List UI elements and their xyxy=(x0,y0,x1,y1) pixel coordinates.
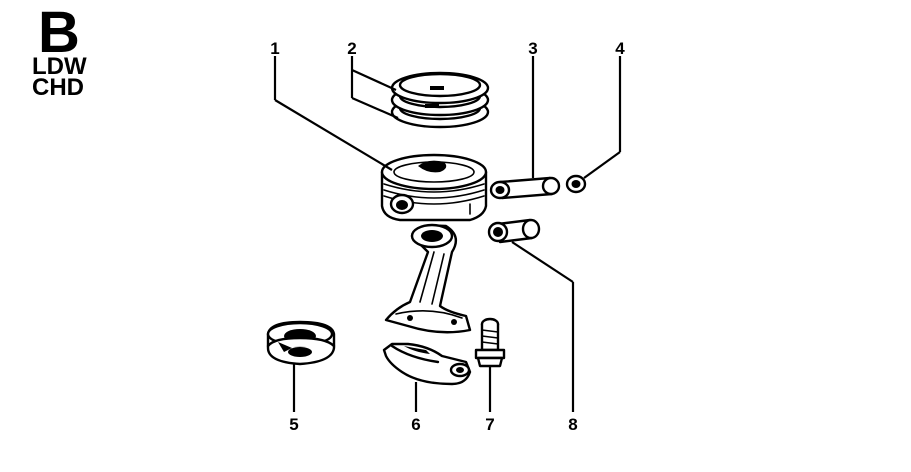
callout-3: 3 xyxy=(528,39,537,58)
piston-pin-drawing xyxy=(489,176,561,200)
model-line-2: CHD xyxy=(32,74,84,101)
callout-8: 8 xyxy=(568,415,577,434)
bearing-shells-drawing xyxy=(266,320,336,366)
callout-2: 2 xyxy=(347,39,356,58)
leader-lines xyxy=(273,56,622,412)
model-line-1: LDW xyxy=(32,53,87,80)
piston-rings-drawing xyxy=(390,71,490,129)
callout-7: 7 xyxy=(485,415,494,434)
piston-drawing xyxy=(380,153,488,222)
callout-5: 5 xyxy=(289,415,298,434)
circlip-drawing xyxy=(565,174,587,194)
callout-labels: 1 2 3 4 5 6 7 8 xyxy=(270,39,625,434)
rod-bolt-drawing xyxy=(474,317,506,368)
group-letter: B xyxy=(38,0,80,65)
callout-4: 4 xyxy=(615,39,625,58)
rod-cap-drawing xyxy=(382,342,472,386)
callout-6: 6 xyxy=(411,415,420,434)
callout-1: 1 xyxy=(270,39,279,58)
bushing-drawing xyxy=(487,218,541,244)
connecting-rod-drawing xyxy=(384,223,472,334)
